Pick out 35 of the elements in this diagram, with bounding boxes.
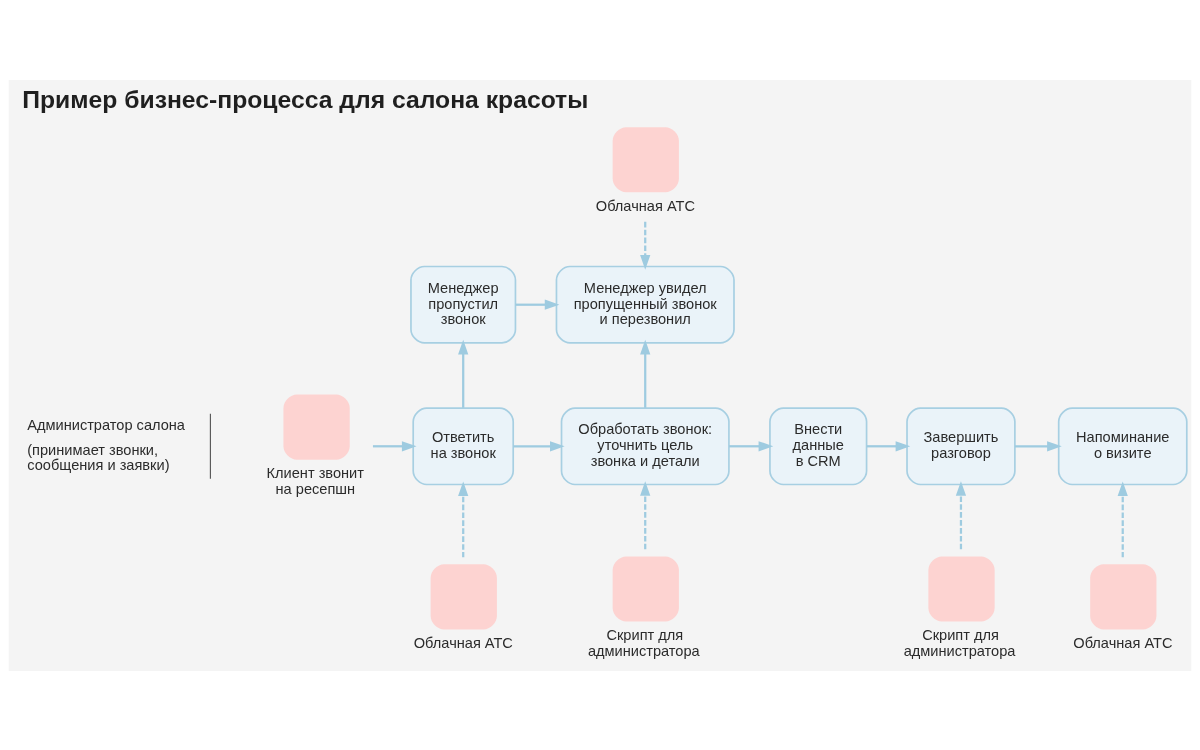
arrow (515, 299, 560, 310)
node-box (283, 394, 350, 460)
arrow (640, 221, 651, 270)
arrow (458, 480, 469, 557)
arrow (640, 339, 651, 408)
node-box: Завершить разговор (906, 406, 1016, 485)
arrow (372, 440, 417, 451)
arrow (1117, 480, 1128, 557)
arrow (640, 480, 651, 549)
node-box (430, 563, 497, 629)
label: (принимает звонки, сообщения и заявки) (27, 441, 170, 473)
arrow (866, 440, 911, 451)
node-box: Напоминание о визите (1057, 406, 1188, 485)
node-label: Облачная АТС (413, 634, 513, 651)
node-box: Внести данные в CRM (769, 406, 868, 485)
arrow (729, 440, 774, 451)
node-label: Скрипт для администратора (587, 626, 700, 659)
node-box (612, 126, 679, 192)
label: Администратор салона (27, 416, 185, 433)
node-box (1090, 563, 1157, 629)
arrow (458, 339, 469, 408)
node-label: Облачная АТС (595, 197, 695, 214)
node-box (928, 555, 995, 622)
node-label: Клиент звонит на ресепшн (266, 464, 364, 497)
node-box: Менеджер пропустил звонок (410, 265, 517, 344)
diagram-title: Пример бизнес-процесса для салона красоты (22, 85, 589, 113)
arrow (955, 480, 967, 549)
arrow (513, 440, 565, 451)
arrow (1015, 440, 1062, 451)
node-box: Обработать звонок: уточнить цель звонка и детали (560, 406, 730, 485)
node-box: Менеджер увидел пропущенный звонок и перезвонил (555, 265, 735, 344)
node-box: Ответить на звонок (412, 406, 515, 485)
node-box (612, 555, 679, 622)
node-label: Скрипт для администратора (903, 626, 1016, 659)
node-label: Облачная АТС (1073, 634, 1173, 651)
